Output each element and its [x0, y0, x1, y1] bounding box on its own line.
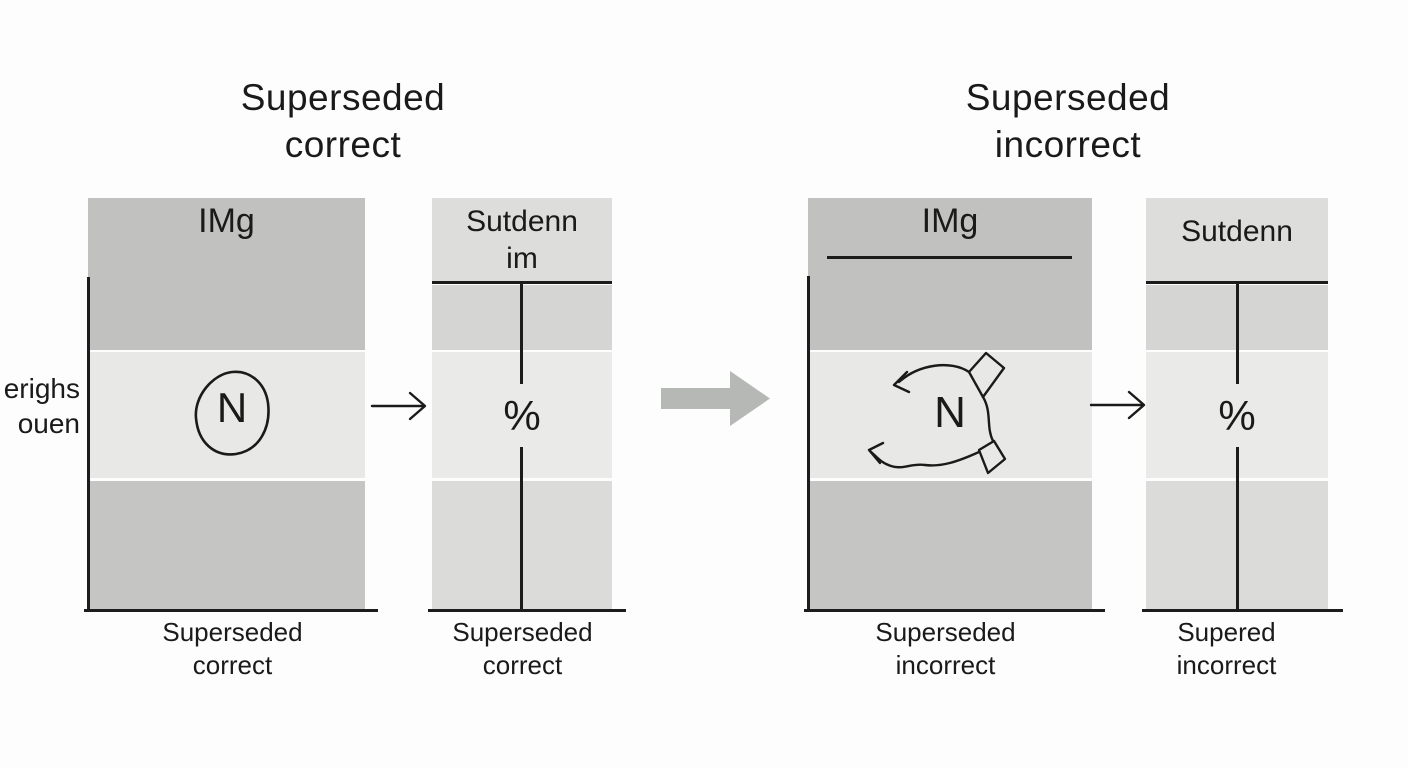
- x-axis-line: [84, 609, 378, 612]
- x-axis-line: [804, 609, 1105, 612]
- img-column-bottom-band: [808, 481, 1092, 611]
- img-column-symbol: N: [934, 388, 966, 437]
- student-column-caption-line2: correct: [482, 650, 563, 680]
- panel-title: Superseded incorrect: [868, 74, 1268, 168]
- y-axis-line: [87, 277, 90, 611]
- student-column-caption: Supered incorrect: [1114, 616, 1339, 682]
- img-column-caption-line1: Superseded: [875, 617, 1016, 647]
- panel-title: Superseded correct: [143, 74, 543, 168]
- panel-title-line2: incorrect: [994, 124, 1142, 165]
- student-column-caption-line1: Supered: [1177, 617, 1276, 647]
- hand-drawn-scribble-arrows-icon: [867, 351, 1007, 475]
- y-axis-line: [807, 276, 810, 611]
- student-column-header-band: [432, 198, 612, 283]
- y-axis-label-line1: erighs: [3, 373, 80, 404]
- panel-title-line1: Superseded: [965, 77, 1171, 118]
- student-column-header-divider-line: [1146, 281, 1328, 284]
- hand-drawn-circle-icon: [194, 370, 270, 456]
- img-column-top-band: [808, 198, 1092, 350]
- y-axis-label: erighs ouen: [0, 371, 80, 441]
- student-column-baseline: [428, 609, 626, 612]
- arrow-right-icon: [1089, 390, 1146, 420]
- student-column-header: Sutdenn: [1181, 215, 1293, 248]
- img-column-header: IMg: [921, 202, 979, 240]
- img-column-top-band: [88, 198, 365, 350]
- student-column-baseline: [1142, 609, 1343, 612]
- block-arrow-right-icon: [661, 371, 770, 426]
- student-column-center-line-lower: [1236, 447, 1239, 611]
- panel-title-line1: Superseded: [240, 77, 446, 118]
- img-column-caption: Superseded incorrect: [833, 616, 1058, 682]
- img-column-caption-line2: correct: [192, 650, 273, 680]
- student-column-symbol: %: [1218, 392, 1256, 439]
- student-column-caption: Superseded correct: [410, 616, 635, 682]
- student-column-center-line-upper: [520, 284, 523, 384]
- student-column-header-line2: im: [506, 242, 538, 275]
- img-column-header-underline: [827, 256, 1072, 259]
- img-column-symbol: N: [216, 384, 248, 431]
- student-column-caption-line1: Superseded: [452, 617, 593, 647]
- img-column-header: IMg: [198, 202, 255, 240]
- student-column-caption-line2: incorrect: [1176, 650, 1277, 680]
- img-column-caption-line2: incorrect: [895, 650, 996, 680]
- img-column-caption-line1: Superseded: [162, 617, 303, 647]
- student-column-header-line1: Sutdenn: [466, 205, 578, 238]
- arrow-right-icon: [370, 391, 427, 421]
- student-column-center-line-upper: [1236, 284, 1239, 384]
- student-column-center-line-lower: [520, 447, 523, 611]
- student-column-header-divider-line: [432, 281, 612, 284]
- img-column-bottom-band: [88, 481, 365, 611]
- img-column-middle-band: [808, 352, 1092, 478]
- panel-title-line2: correct: [284, 124, 402, 165]
- img-column-caption: Superseded correct: [120, 616, 345, 682]
- student-column-header-band: [1146, 198, 1328, 283]
- student-column-symbol: %: [503, 392, 541, 439]
- student-column-header: Sutdenn im: [432, 203, 612, 277]
- y-axis-label-line2: ouen: [17, 408, 80, 439]
